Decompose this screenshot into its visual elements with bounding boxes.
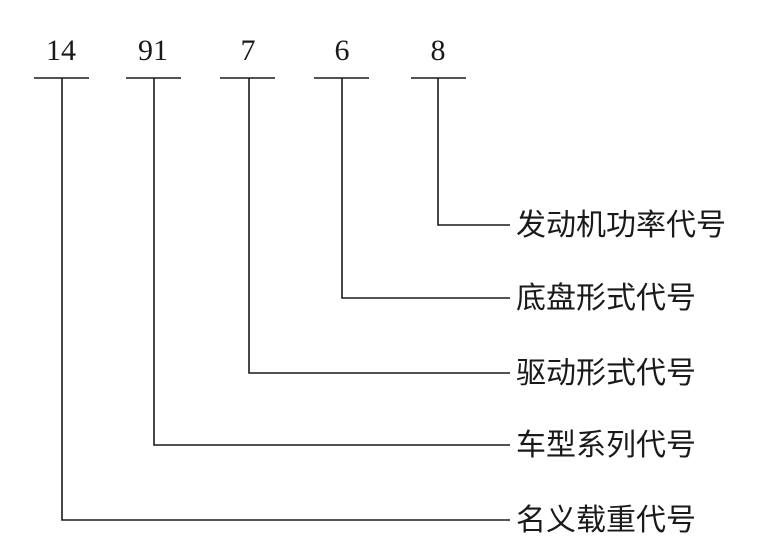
- label-model-series-code: 车型系列代号: [516, 428, 696, 463]
- connector-nominal-load: [61, 78, 510, 521]
- code-6: 6: [335, 34, 350, 67]
- label-drive-type-code: 驱动形式代号: [516, 356, 696, 391]
- connector-chassis-type: [341, 78, 510, 299]
- label-engine-power-code: 发动机功率代号: [516, 208, 726, 243]
- connector-model-series: [153, 78, 510, 446]
- code-8: 8: [431, 34, 446, 67]
- code-7: 7: [241, 34, 256, 67]
- code-14: 14: [46, 34, 76, 67]
- label-nominal-load-code: 名义载重代号: [516, 503, 696, 538]
- label-chassis-type-code: 底盘形式代号: [516, 281, 696, 316]
- connector-drive-type: [248, 78, 510, 374]
- code-91: 91: [138, 34, 168, 67]
- connector-engine-power: [437, 78, 510, 226]
